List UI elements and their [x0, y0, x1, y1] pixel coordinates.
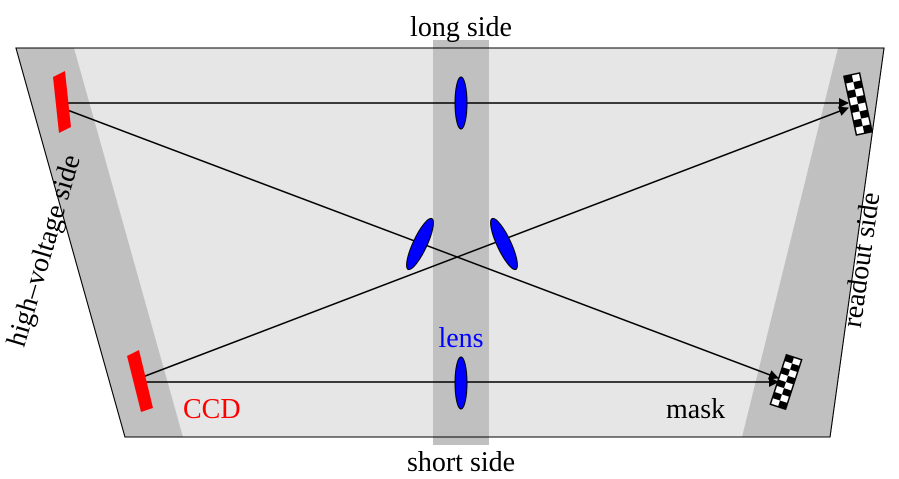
checkered-mask-icon — [769, 353, 803, 411]
ray-bottom-to-top — [139, 106, 849, 379]
detector-outline — [15, 47, 885, 438]
lens-ellipse-icon — [454, 76, 468, 130]
label-ccd: CCD — [183, 394, 241, 425]
label-short-side: short side — [407, 447, 515, 474]
label-lens: lens — [438, 323, 483, 354]
lens-ellipse-icon — [406, 217, 434, 271]
ccd-sensor-bar-icon — [127, 350, 153, 412]
lens-ellipse-icon — [490, 217, 518, 271]
lens-band-top-ext — [433, 40, 489, 48]
lens-ellipse-icon — [454, 356, 468, 410]
ccd-sensor-bar-icon — [53, 71, 71, 133]
high-voltage-band — [16, 48, 183, 437]
label-mask: mask — [666, 394, 725, 425]
checkered-mask-icon — [843, 72, 873, 136]
label-long-side: long side — [410, 12, 512, 43]
lens-band-bottom-ext — [433, 437, 489, 445]
readout-band — [742, 48, 884, 437]
